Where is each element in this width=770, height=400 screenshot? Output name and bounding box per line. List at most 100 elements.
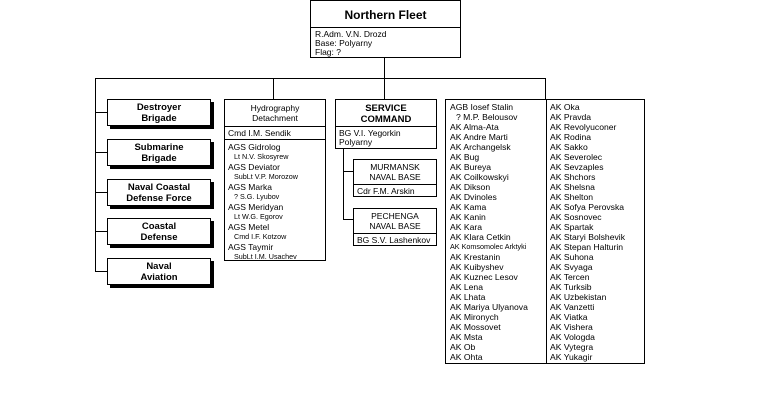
- hydro-ship-cmd: Cmd I.F. Kotzow: [234, 232, 287, 241]
- ship-list-item: AK Svyaga: [550, 262, 593, 272]
- tick-submarine: [95, 152, 107, 153]
- pechenga-title-1: PECHENGA: [371, 211, 419, 221]
- coastal-defense-line1: Coastal: [141, 221, 177, 232]
- hydro-ship-cmd: SubLt I.M. Usachev: [234, 252, 297, 261]
- murmansk-commander: Cdr F.M. Arskin: [357, 186, 415, 196]
- murmansk-divider: [354, 184, 436, 185]
- ship-list-item: AK Vishera: [550, 322, 593, 332]
- ship-list-item: AK Revolyuconer: [550, 122, 617, 132]
- hydro-ship-cmd: Lt W.G. Egorov: [234, 212, 283, 221]
- ship-list-item: AGB Iosef Stalin: [450, 102, 514, 112]
- ship-list-item: AK Suhona: [550, 252, 594, 262]
- connector-left-units: [95, 78, 96, 271]
- ship-list-item: AK Turksib: [550, 282, 592, 292]
- service-command-box: SERVICE COMMAND BG V.I. Yegorkin Polyarn…: [335, 99, 437, 149]
- ship-list-item: AK Coilkowskyi: [450, 172, 509, 182]
- fleet-title: Northern Fleet: [344, 8, 427, 22]
- hydro-commander: Cmd I.M. Sendik: [228, 128, 291, 138]
- submarine-brigade-line2: Brigade: [141, 153, 177, 164]
- ship-list-item: AK Kuznec Lesov: [450, 272, 518, 282]
- murmansk-naval-base-box: MURMANSK NAVAL BASE Cdr F.M. Arskin: [353, 159, 437, 197]
- connector-hydro: [273, 78, 274, 99]
- service-divider: [336, 126, 436, 127]
- ship-list-item: AK Krestanin: [450, 252, 501, 262]
- naval-aviation-line1: Naval: [146, 261, 172, 272]
- ships-column-divider: [546, 100, 547, 363]
- naval-aviation-line2: Aviation: [140, 272, 178, 283]
- destroyer-brigade-box: Destroyer Brigade: [107, 99, 211, 126]
- ship-list-item: AK Bureya: [450, 162, 492, 172]
- ship-list-item: AK Andre Marti: [450, 132, 508, 142]
- ship-list-item: AK Shelton: [550, 192, 593, 202]
- ship-list-item: AK Staryi Bolshevik: [550, 232, 625, 242]
- hydro-ship: AGS Gidrolog: [228, 142, 281, 152]
- ship-list-item: AK Uzbekistan: [550, 292, 607, 302]
- ship-list-item: AK Mironych: [450, 312, 499, 322]
- hydro-ship-cmd: Lt N.V. Skosyrew: [234, 152, 289, 161]
- ship-list-item: AK Dvinoles: [450, 192, 497, 202]
- submarine-brigade-box: Submarine Brigade: [107, 139, 211, 166]
- hydrography-box: Hydrography Detachment Cmd I.M. Sendik A…: [224, 99, 326, 261]
- ship-list-item: AK Lena: [450, 282, 483, 292]
- ship-list-item: AK Sofya Perovska: [550, 202, 625, 212]
- ship-list-item: AK Kara: [450, 222, 483, 232]
- ship-list-item: AK Vytegra: [550, 342, 594, 352]
- hydro-ship: AGS Taymir: [228, 242, 274, 252]
- tick-aviation: [95, 271, 107, 272]
- tick-murmansk: [343, 171, 353, 172]
- tick-coastal-defense: [95, 231, 107, 232]
- ship-list-item: AK Severolec: [550, 152, 603, 162]
- hydro-ship: AGS Deviator: [228, 162, 280, 172]
- coastal-defense-box: Coastal Defense: [107, 218, 211, 245]
- hydro-ship: AGS Meridyan: [228, 202, 284, 212]
- pechenga-title-2: NAVAL BASE: [369, 221, 421, 231]
- ship-list-item: AK Sevzaples: [550, 162, 604, 172]
- ship-list-item: AK Vologda: [550, 332, 595, 342]
- service-commander: BG V.I. Yegorkin: [339, 128, 401, 138]
- ship-list-item: AK Komsomolec Arktyki: [450, 242, 527, 251]
- ship-list-item: AK Archangelsk: [450, 142, 511, 152]
- fleet-flag: Flag: ?: [315, 47, 341, 57]
- ship-list-item: AK Ohta: [450, 352, 483, 362]
- hydro-title-2: Detachment: [252, 113, 298, 123]
- ship-list-item: AK Alma-Ata: [450, 122, 499, 132]
- hydro-ship-cmd: SubLt V.P. Morozow: [234, 172, 298, 181]
- ship-list-item: AK Sosnovec: [550, 212, 602, 222]
- coastal-defense-line2: Defense: [140, 232, 178, 243]
- ship-list-item: ? M.P. Belousov: [456, 112, 518, 122]
- ship-list-item: AK Dikson: [450, 182, 491, 192]
- submarine-brigade-line1: Submarine: [134, 142, 184, 153]
- ship-list-item: AK Stepan Halturin: [550, 242, 624, 252]
- ship-list-item: AK Pravda: [550, 112, 592, 122]
- pechenga-naval-base-box: PECHENGA NAVAL BASE BG S.V. Lashenkov: [353, 208, 437, 246]
- ship-list-item: AK Shchors: [550, 172, 596, 182]
- hydro-ship-cmd: ? S.G. Lyubov: [234, 192, 280, 201]
- naval-coastal-line2: Defense Force: [126, 193, 192, 204]
- service-title-2: COMMAND: [360, 114, 412, 125]
- hydro-title-1: Hydrography: [250, 103, 300, 113]
- fleet-commander: R.Adm. V.N. Drozd: [315, 29, 387, 39]
- fleet-base: Base: Polyarny: [315, 38, 373, 48]
- destroyer-brigade-line1: Destroyer: [136, 102, 182, 113]
- naval-coastal-defense-box: Naval Coastal Defense Force: [107, 179, 211, 206]
- service-sub-connector: [343, 148, 344, 219]
- murmansk-title-1: MURMANSK: [370, 162, 420, 172]
- ship-list-item: AK Tercen: [550, 272, 590, 282]
- ship-list-item: AK Vanzetti: [550, 302, 595, 312]
- ship-list-item: AK Rodina: [550, 132, 592, 142]
- tick-pechenga: [343, 219, 353, 220]
- tick-coastal-force: [95, 192, 107, 193]
- ship-list-item: AK Spartak: [550, 222, 594, 232]
- pechenga-divider: [354, 233, 436, 234]
- ship-list-item: AK Shelsna: [550, 182, 595, 192]
- hydro-divider-1: [225, 126, 325, 127]
- ship-list-item: AK Klara Cetkin: [450, 232, 511, 242]
- hydro-ship: AGS Marka: [228, 182, 272, 192]
- naval-aviation-box: Naval Aviation: [107, 258, 211, 285]
- hydro-divider-2: [225, 139, 325, 140]
- murmansk-title-2: NAVAL BASE: [369, 172, 421, 182]
- ship-list-item: AK Lhata: [450, 292, 486, 302]
